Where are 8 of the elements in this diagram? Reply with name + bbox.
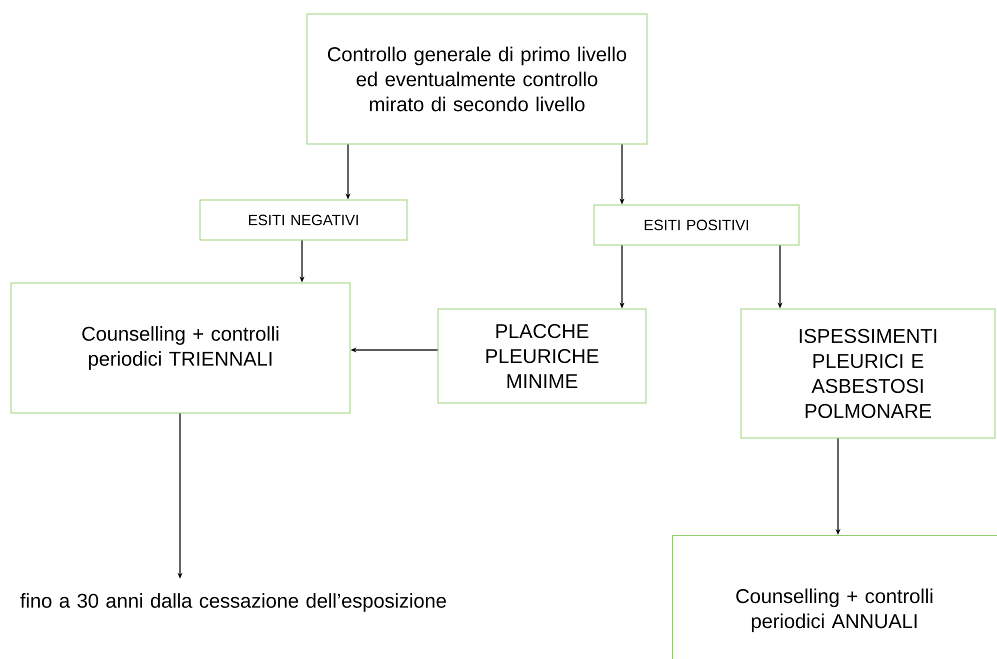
process-box: ESITI POSITIVI: [594, 204, 800, 246]
process-box: Counselling + controlli periodici TRIENNALI: [10, 282, 350, 414]
process-box: Controllo generale di primo livello ed eventualmente controllo mirato di secondo livello: [306, 14, 648, 144]
process-box: ESITI NEGATIVI: [200, 200, 408, 240]
process-box: ISPESSIMENTI PLEURICI E ASBESTOSI POLMONARE: [740, 308, 996, 438]
process-box: Counselling + controlli periodici ANNUALI: [672, 534, 997, 659]
process-box: PLACCHE PLEURICHE MINIME: [438, 308, 646, 404]
note-text: fino a 30 anni dalla cessazione dell’esposizione: [20, 593, 446, 612]
